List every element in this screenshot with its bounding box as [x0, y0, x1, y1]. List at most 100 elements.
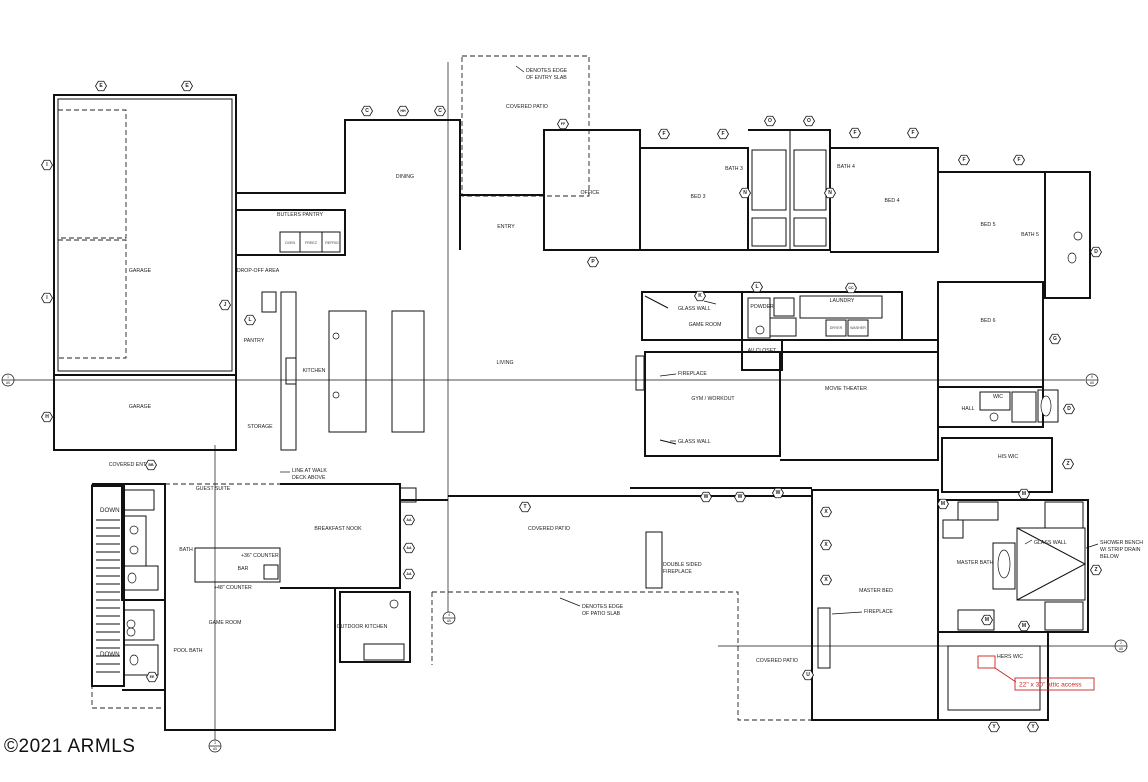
hex-tag-ff: FF [557, 118, 569, 130]
room-breakfast-nook: BREAKFAST NOOK [314, 526, 362, 532]
fixtures [126, 231, 1083, 666]
room-master-bed: MASTER BED [859, 588, 893, 594]
section-lines [14, 62, 1115, 740]
note-patio-slab-1: DENOTES EDGE [582, 604, 624, 610]
room-covered-patio-mid: COVERED PATIO [528, 526, 570, 532]
note-shower-bench-3: BELOW [1100, 554, 1119, 560]
room-bed-3: BED 3 [691, 194, 706, 200]
stairs [96, 519, 120, 673]
svg-text:Z: Z [1094, 567, 1097, 573]
hex-tag-z1: Z [1062, 458, 1074, 470]
svg-text:F: F [721, 131, 724, 137]
svg-text:G: G [1053, 336, 1057, 342]
hex-tag-m4: M [981, 614, 993, 626]
hex-tag-cc: CC [845, 282, 857, 294]
callouts: DENOTES EDGE OF ENTRY SLAB DENOTES EDGE … [214, 65, 1143, 691]
svg-text:A5: A5 [447, 619, 451, 623]
note-double-sided-1: DOUBLE SIDED [663, 562, 702, 568]
svg-text:M: M [985, 617, 989, 623]
note-glass-wall-3: GLASS WALL [1034, 540, 1067, 546]
room-bath-4: BATH 4 [837, 164, 855, 170]
hex-tag-f4: F [907, 127, 919, 139]
svg-text:A5: A5 [6, 381, 10, 385]
svg-text:W: W [776, 490, 781, 496]
svg-text:BB: BB [148, 463, 154, 467]
hex-tag-f3: F [849, 127, 861, 139]
svg-text:A5: A5 [1090, 381, 1094, 385]
note-counter-36: +36" COUNTER [241, 553, 279, 559]
label-oven: OVEN [285, 241, 296, 245]
hex-tag-o1: O [764, 115, 776, 127]
note-counter-48: +48" COUNTER [214, 585, 252, 591]
svg-text:A5: A5 [213, 747, 217, 751]
svg-text:N: N [743, 190, 747, 196]
room-dining: DINING [396, 174, 414, 180]
note-glass-wall-2: GLASS WALL [678, 439, 711, 445]
hex-tag-e2: E [181, 80, 193, 92]
svg-text:D: D [1094, 249, 1098, 255]
svg-text:AA: AA [406, 546, 412, 550]
svg-text:F: F [662, 131, 665, 137]
hex-tag-p: P [587, 256, 599, 268]
hex-tag-w1: W [700, 491, 712, 503]
svg-text:Z: Z [1066, 461, 1069, 467]
svg-text:O: O [768, 118, 772, 124]
hex-tag-f1: F [658, 128, 670, 140]
note-attic-access: 22" x 30" attic access [1019, 682, 1082, 689]
hex-tag-l2: L [751, 281, 763, 293]
hex-tag-ee: EE [146, 671, 158, 683]
svg-text:D: D [1067, 406, 1071, 412]
stairs-down-top: DOWN [100, 507, 120, 514]
hex-tag-m3: M [937, 498, 949, 510]
hex-tag-e1: E [95, 80, 107, 92]
room-hall: HALL [962, 406, 975, 412]
room-labels: GARAGE GARAGE BUTLERS PANTRY OVEN FREEZ … [100, 104, 1039, 664]
hex-tag-l1: L [244, 314, 256, 326]
label-dryer: DRYER [830, 326, 843, 330]
room-guest-suite: GUEST SUITE [196, 486, 231, 492]
hex-tag-g: G [1049, 333, 1061, 345]
svg-text:Y: Y [992, 724, 996, 730]
svg-text:I: I [46, 162, 48, 168]
hex-tag-aa2: AA [403, 542, 415, 554]
room-master-bath: MASTER BATH [957, 560, 994, 566]
svg-text:O: O [807, 118, 811, 124]
svg-text:5: 5 [1091, 375, 1093, 379]
section-marker-1: 1 A5 [1, 373, 15, 387]
hex-tag-i2: I [41, 292, 53, 304]
svg-text:M: M [941, 501, 945, 507]
hex-tag-k: K [694, 290, 706, 302]
svg-text:E: E [99, 83, 103, 89]
room-drop-off-area: DROP-OFF AREA [237, 268, 280, 274]
hex-tag-n1: N [739, 187, 751, 199]
svg-text:M: M [1022, 491, 1026, 497]
svg-text:A5: A5 [1119, 647, 1123, 651]
svg-text:L: L [755, 284, 758, 290]
hex-tag-x3: X [820, 574, 832, 586]
svg-text:P: P [591, 259, 595, 265]
room-bath-5: BATH 5 [1021, 232, 1039, 238]
room-his-wic: HIS WIC [998, 454, 1018, 460]
room-bed-5: BED 5 [981, 222, 996, 228]
note-entry-slab-2: OF ENTRY SLAB [526, 75, 567, 81]
hex-tag-aa3: AA [403, 568, 415, 580]
room-office: OFFICE [580, 190, 600, 196]
hex-tag-i1: I [41, 159, 53, 171]
svg-text:M: M [1022, 623, 1026, 629]
hex-tag-aa1: AA [403, 514, 415, 526]
svg-text:K: K [698, 293, 702, 299]
walls [53, 94, 1091, 731]
hex-tag-x1: X [820, 506, 832, 518]
svg-text:L: L [248, 317, 251, 323]
hex-tag-m1: M [1018, 488, 1030, 500]
room-covered-patio-top: COVERED PATIO [506, 104, 548, 110]
svg-text:X: X [824, 577, 828, 583]
label-freez: FREEZ [305, 241, 318, 245]
hex-tag-h1: H [41, 411, 53, 423]
svg-text:HH: HH [400, 109, 406, 113]
room-covered-patio-bottom: COVERED PATIO [756, 658, 798, 664]
room-pantry: PANTRY [244, 338, 265, 344]
note-shower-bench-2: W/ STRIP DRAIN [1100, 547, 1141, 553]
svg-text:W: W [738, 494, 743, 500]
